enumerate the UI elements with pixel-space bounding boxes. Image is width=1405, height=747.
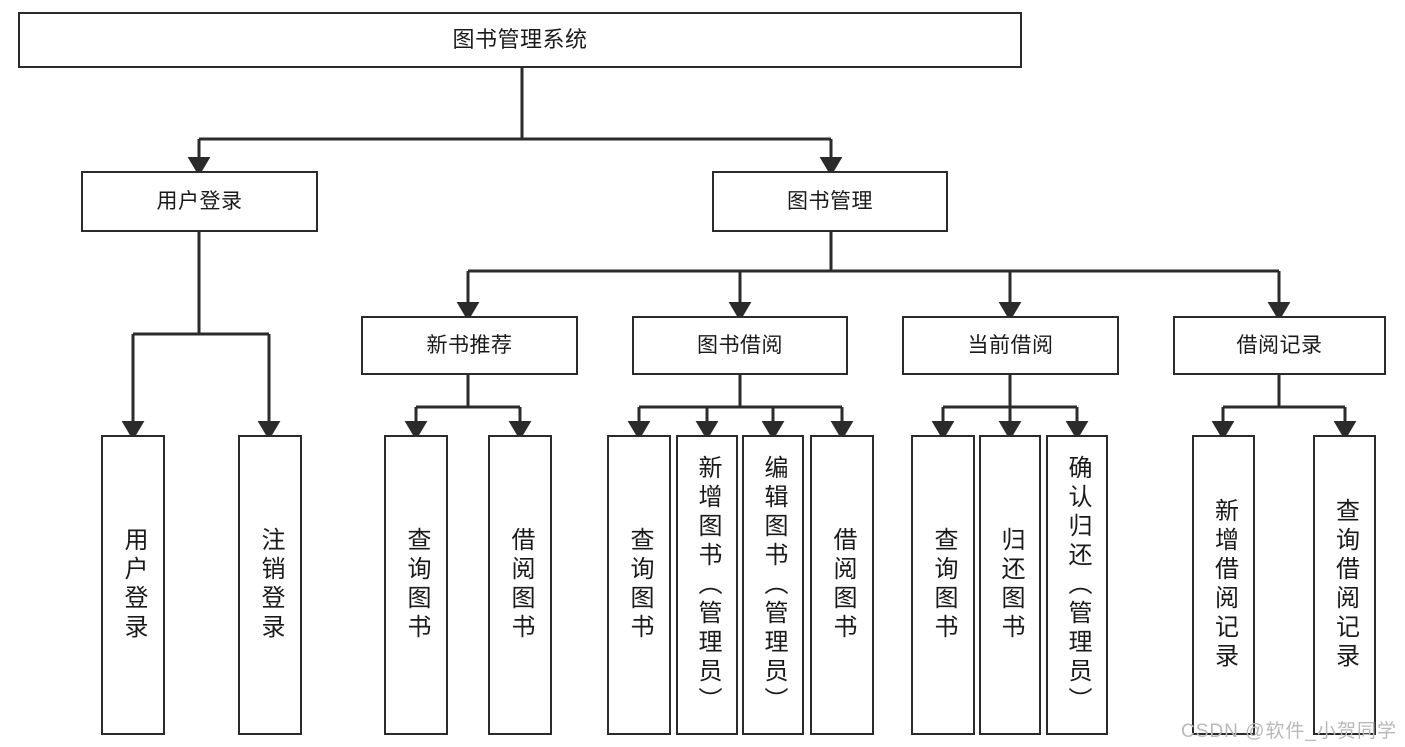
node-book-borrow[interactable]: 图书借阅 (632, 316, 848, 375)
node-book-management[interactable]: 图书管理 (712, 171, 948, 232)
node-label: 归还图书 (997, 527, 1024, 643)
leaf-current-return-book[interactable]: 归还图书 (979, 435, 1041, 735)
leaf-borrow-borrow-book[interactable]: 借阅图书 (810, 435, 874, 735)
node-new-book-recommend[interactable]: 新书推荐 (361, 316, 578, 375)
node-label: 用户登录 (156, 189, 243, 213)
node-label: 借阅记录 (1236, 333, 1323, 357)
node-label: 查询借阅记录 (1331, 498, 1359, 672)
leaf-borrow-add-book-admin[interactable]: 新增图书（管理员） (676, 435, 738, 735)
leaf-new-book-borrow[interactable]: 借阅图书 (488, 435, 552, 735)
node-label: 借阅图书 (507, 527, 534, 643)
leaf-current-query-book[interactable]: 查询图书 (911, 435, 975, 735)
node-label: 新增图书（管理员） (694, 454, 721, 716)
node-label: 查询图书 (403, 527, 430, 643)
node-label: 查询图书 (626, 527, 653, 643)
watermark-text: CSDN @软件_小贺同学 (1181, 721, 1397, 742)
node-borrow-record[interactable]: 借阅记录 (1173, 316, 1386, 375)
node-label: 确认归还（管理员） (1064, 454, 1091, 716)
node-current-borrow[interactable]: 当前借阅 (902, 316, 1119, 375)
node-label: 图书管理系统 (452, 26, 588, 52)
leaf-borrow-query-book[interactable]: 查询图书 (607, 435, 671, 735)
leaf-user-login-login[interactable]: 用户登录 (101, 435, 165, 735)
node-label: 借阅图书 (829, 527, 856, 643)
node-user-login[interactable]: 用户登录 (81, 171, 318, 232)
leaf-borrow-edit-book-admin[interactable]: 编辑图书（管理员） (742, 435, 804, 735)
leaf-current-confirm-return-admin[interactable]: 确认归还（管理员） (1046, 435, 1108, 735)
node-label: 新增借阅记录 (1210, 498, 1238, 672)
node-label: 当前借阅 (967, 333, 1054, 357)
node-root-system[interactable]: 图书管理系统 (18, 12, 1022, 68)
node-label: 图书管理 (787, 189, 873, 213)
node-label: 新书推荐 (426, 333, 513, 357)
leaf-user-login-logout[interactable]: 注销登录 (238, 435, 302, 735)
node-label: 查询图书 (930, 527, 957, 643)
node-label: 编辑图书（管理员） (760, 454, 787, 716)
node-label: 用户登录 (120, 527, 147, 643)
leaf-record-query[interactable]: 查询借阅记录 (1313, 435, 1376, 735)
leaf-record-add[interactable]: 新增借阅记录 (1192, 435, 1255, 735)
node-label: 图书借阅 (697, 333, 783, 357)
leaf-new-book-query[interactable]: 查询图书 (384, 435, 448, 735)
node-label: 注销登录 (257, 527, 284, 643)
